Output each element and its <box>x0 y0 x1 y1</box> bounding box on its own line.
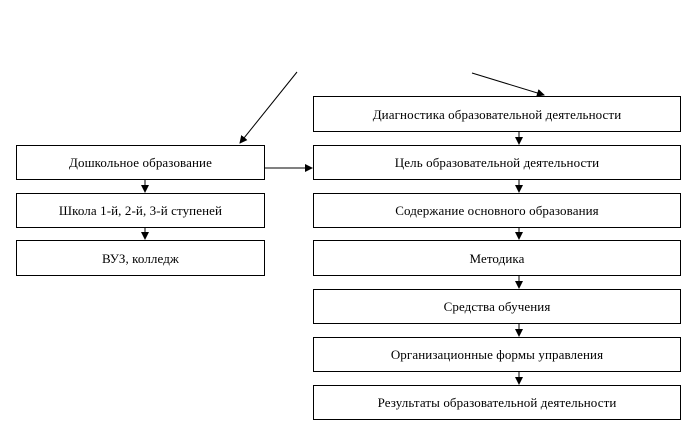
box-label: Цель образовательной деятельности <box>394 155 600 170</box>
box-label: Средства обучения <box>443 299 551 314</box>
box-teaching-tools: Средства обучения <box>313 289 681 324</box>
incoming-arrow-right <box>471 72 545 97</box>
box-results: Результаты образовательной деятельности <box>313 385 681 420</box>
box-university-college: ВУЗ, колледж <box>16 240 265 276</box>
box-methodology: Методика <box>313 240 681 276</box>
box-label: Методика <box>469 250 525 266</box>
box-preschool-education: Дошкольное образование <box>16 145 265 180</box>
box-label: Содержание основного образования <box>395 203 599 218</box>
box-label: Дошкольное образование <box>69 155 212 170</box>
box-label: Результаты образовательной деятельности <box>377 395 617 410</box>
box-diagnostics: Диагностика образовательной деятельности <box>313 96 681 132</box>
box-label: ВУЗ, колледж <box>101 250 180 266</box>
incoming-arrow-left <box>239 71 298 144</box>
box-content: Содержание основного образования <box>313 193 681 228</box>
box-label: Организационные формы управления <box>390 347 604 362</box>
box-goal: Цель образовательной деятельности <box>313 145 681 180</box>
box-school-levels: Школа 1-й, 2-й, 3-й ступеней <box>16 193 265 228</box>
box-label: Диагностика образовательной деятельности <box>372 106 622 122</box>
box-label: Школа 1-й, 2-й, 3-й ступеней <box>58 203 223 218</box>
box-management-forms: Организационные формы управления <box>313 337 681 372</box>
